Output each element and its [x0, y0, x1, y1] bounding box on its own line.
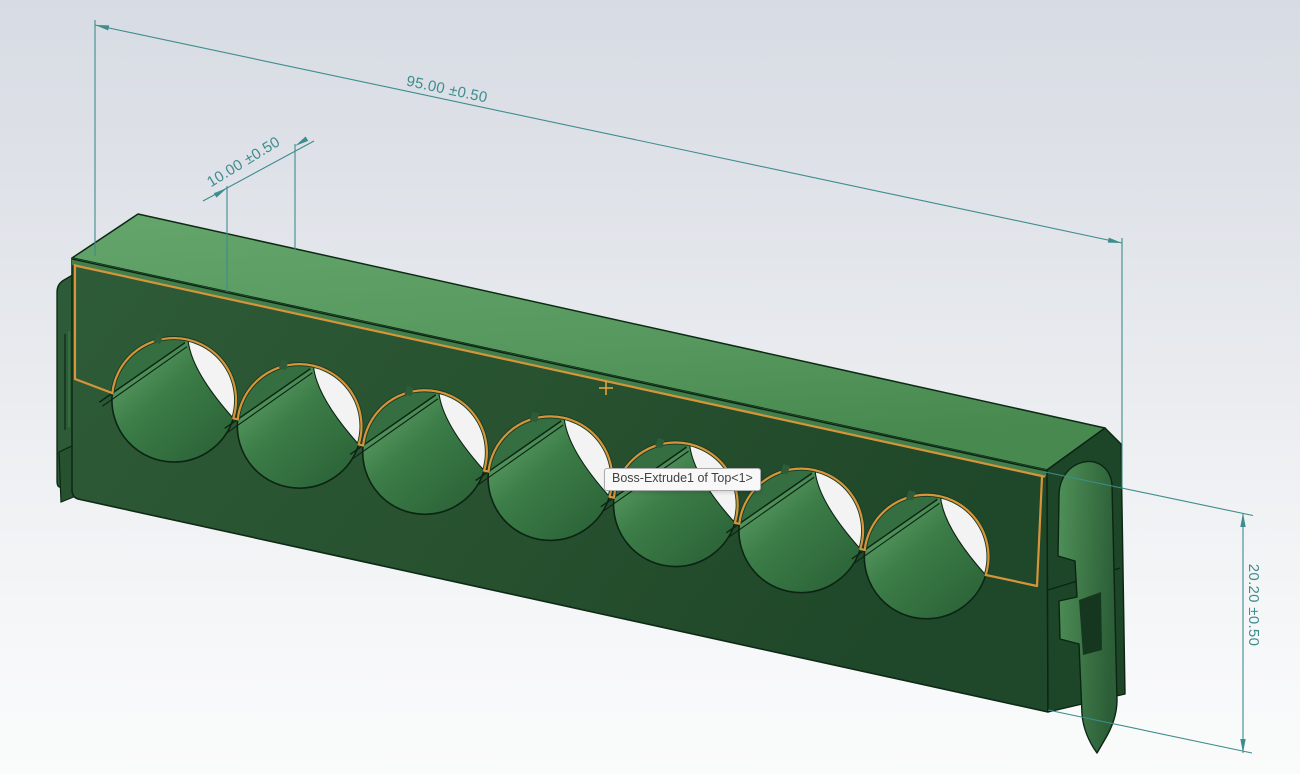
- hole-cup: [362, 391, 485, 515]
- cusp-connector: [860, 547, 865, 552]
- arch-notch: [529, 411, 540, 423]
- dim-height-text[interactable]: 20.20 ±0.50: [1245, 564, 1262, 646]
- arch-notch: [404, 385, 414, 397]
- hole-crescent-edge: [438, 391, 485, 471]
- hole-cup-edge: [738, 523, 862, 594]
- hole-arch-highlight: [362, 389, 488, 472]
- top-edge-chamfer: [72, 258, 1047, 477]
- cusp-connector: [233, 417, 238, 421]
- hole-cup-edge: [487, 471, 611, 542]
- split-line-b: [101, 346, 188, 407]
- hole-arch-highlight: [863, 493, 990, 577]
- arch-notch: [780, 463, 791, 475]
- dim-pitch-text[interactable]: 10.00 ±0.50: [204, 133, 283, 191]
- hole-cup: [738, 470, 861, 593]
- split-line-b: [352, 398, 439, 459]
- hole-cup: [864, 496, 986, 619]
- split-line-b: [227, 372, 313, 433]
- dimension-height-20[interactable]: 20.20 ±0.50: [1044, 471, 1262, 754]
- hole-arch-highlight: [111, 336, 238, 420]
- hole-arch-highlight: [487, 415, 614, 498]
- split-line-b: [478, 424, 564, 486]
- hole-arch-highlight: [236, 363, 363, 446]
- dim-length-text[interactable]: 95.00 ±0.50: [405, 73, 489, 107]
- split-line-b: [854, 502, 940, 564]
- hole-cup-edge: [863, 549, 987, 620]
- arch-notch: [655, 437, 665, 449]
- hole-crescent-edge: [939, 496, 987, 576]
- hole-cup: [237, 365, 359, 489]
- part-top-and-bottom-clamp[interactable]: [56, 213, 1126, 754]
- arch-notch: [906, 490, 916, 501]
- hole-crescent-edge: [187, 339, 234, 419]
- cusp-connector: [734, 521, 740, 525]
- hole-cup: [613, 444, 735, 567]
- hole-crescent-edge: [563, 417, 610, 498]
- hole-opening-white: [564, 418, 613, 497]
- hover-tooltip: Boss-Extrude1 of Top<1>: [604, 468, 761, 491]
- hole-cup: [488, 418, 610, 541]
- cusp-connector: [609, 495, 615, 499]
- arch-notch: [279, 359, 289, 371]
- hole-cup-edge: [612, 497, 736, 568]
- cusp-connector: [358, 443, 364, 447]
- hole-opening-white: [815, 470, 864, 549]
- cursor-crosshair-icon: [599, 381, 613, 395]
- arch-notch: [153, 333, 164, 345]
- top-front-edge: [71, 258, 1048, 472]
- end-latch-notch: [1079, 592, 1102, 655]
- hole-cup-edge: [111, 393, 235, 463]
- hole-arch-highlight: [738, 467, 865, 551]
- hole-opening-white: [188, 339, 237, 419]
- selected-edge-highlight: [73, 263, 1046, 588]
- split-line-b: [728, 476, 815, 538]
- clamp-holes[interactable]: [98, 333, 991, 620]
- hole-cup-edge: [361, 445, 485, 516]
- hole-crescent-edge: [312, 365, 360, 445]
- hole-opening-white: [438, 391, 487, 471]
- hole-cup: [111, 339, 234, 463]
- hole-crescent-edge: [814, 470, 861, 550]
- cusp-connector: [483, 469, 489, 473]
- hole-opening-white: [940, 496, 989, 576]
- hole-opening-white: [313, 365, 362, 445]
- hole-cup-edge: [236, 419, 360, 489]
